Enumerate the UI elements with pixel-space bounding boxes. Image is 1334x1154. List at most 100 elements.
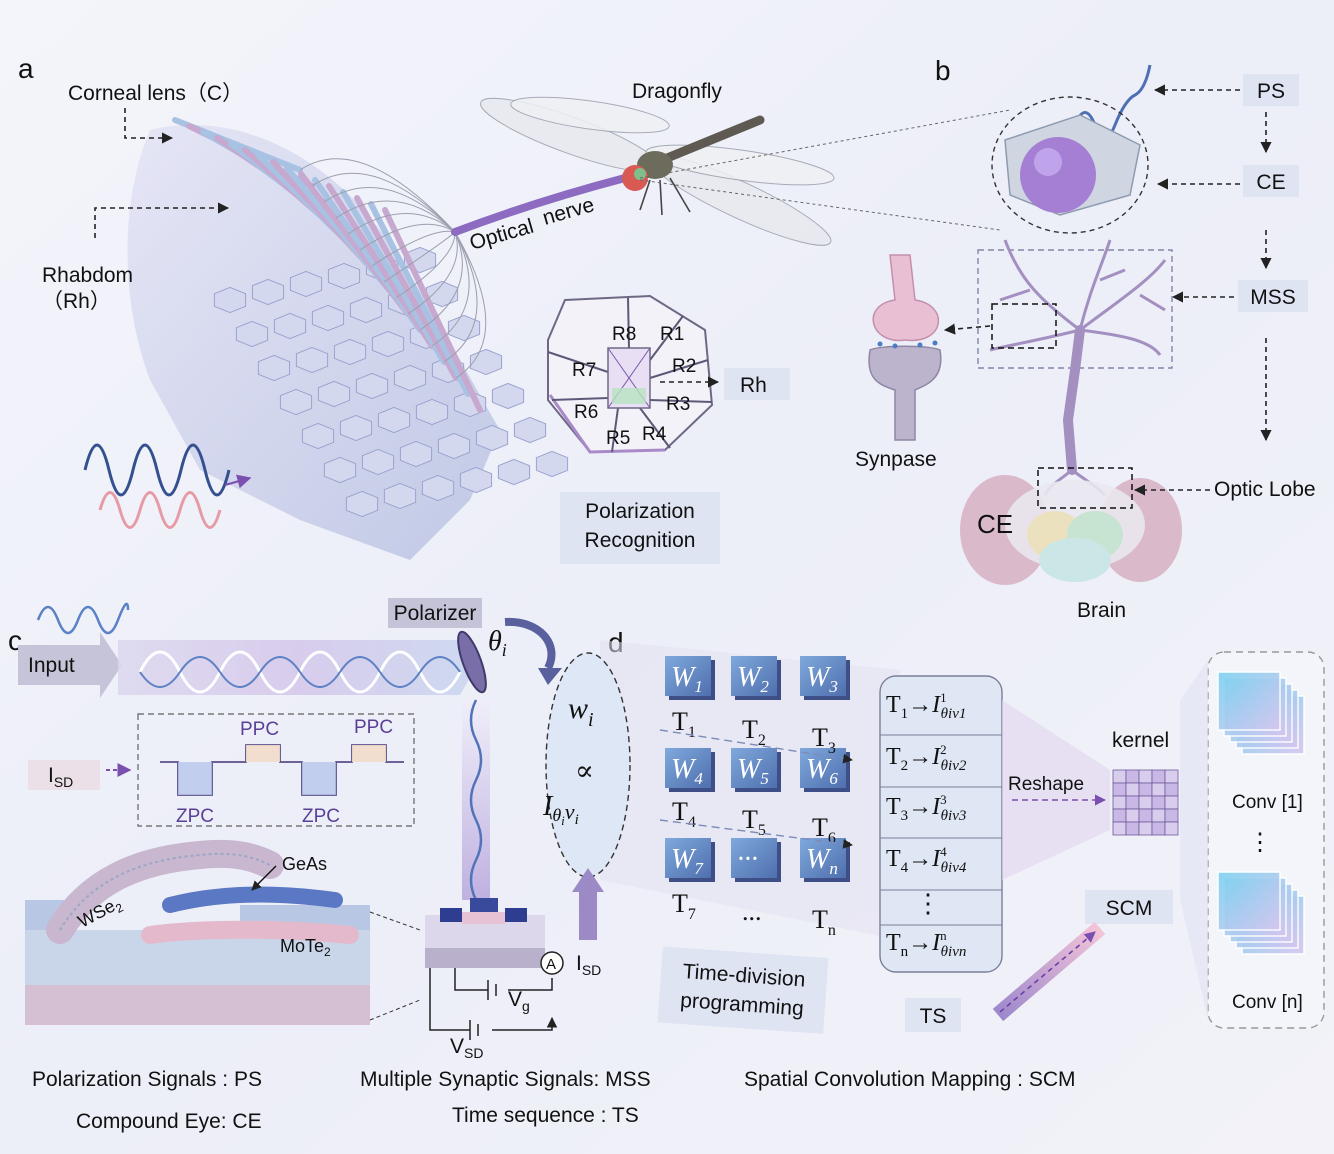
pulse-box: [137, 713, 415, 827]
sector-divider: [611, 407, 619, 453]
kernel-label: kernel: [1112, 729, 1169, 752]
weight-tile: Wn: [800, 838, 850, 882]
legend-ts: Time sequence : TS: [452, 1104, 639, 1127]
compound-eye-illustration: [127, 117, 569, 560]
hex-cell: [213, 286, 247, 314]
zoom-line-bottom: [639, 179, 1001, 231]
vertical-wave: [469, 699, 483, 901]
ce-label: CE: [1256, 171, 1285, 194]
scm-box: [1085, 890, 1173, 924]
hex-cell: [497, 458, 531, 486]
corneal-lens-pointer: [124, 108, 174, 144]
weight-label: W4: [671, 754, 703, 788]
sector-divider: [551, 397, 609, 401]
device-zoom-line-top: [369, 911, 421, 931]
weight-tile: W5: [731, 748, 781, 792]
synapse-illustration: [868, 254, 942, 441]
incoming-wave-pink: [98, 491, 222, 529]
kernel-cell: [1125, 821, 1140, 836]
legend-scm: Spatial Convolution Mapping : SCM: [744, 1068, 1076, 1091]
kernel-cell: [1138, 769, 1153, 784]
ts-box: [905, 998, 961, 1032]
hex-cell: [273, 312, 307, 340]
hex-cell: [459, 466, 493, 494]
sector-divider: [649, 315, 684, 361]
dendrite-box: [977, 249, 1173, 369]
time-label: T1: [672, 707, 696, 741]
kernel-cell: [1164, 808, 1179, 823]
conv-1-stack: [1217, 671, 1305, 755]
light-beam: [118, 640, 480, 695]
hex-cell: [513, 416, 547, 444]
nerve-fiber: [407, 231, 458, 315]
synapse-label: Synpase: [855, 448, 937, 471]
nerve-fiber: [347, 213, 456, 235]
rhabdom-pointer: [94, 202, 230, 238]
rh-box: [724, 368, 790, 400]
ommatidium-rod: [354, 195, 459, 381]
legend: Polarization Signals : PS Compound Eye: …: [32, 1068, 1076, 1133]
ommatidium-rod: [340, 189, 447, 365]
recognition-label: Recognition: [585, 529, 696, 552]
geas-label: GeAs: [282, 854, 327, 874]
isd-input-label: ISD: [48, 764, 73, 790]
sector-divider: [649, 399, 713, 403]
synapse-zoom-box: [991, 303, 1057, 349]
kernel-cell: [1151, 769, 1166, 784]
mss-label: MSS: [1250, 286, 1296, 309]
hex-cell: [317, 380, 351, 408]
row-arrow-1: [659, 729, 853, 764]
panel-b: b PS CE MSS: [639, 55, 1316, 622]
sector-divider: [639, 407, 671, 449]
hex-cell: [361, 448, 395, 476]
reshape-fan: [1002, 700, 1110, 880]
zpc-label-1: ZPC: [176, 806, 214, 827]
rhabdom-sector-r1: R1: [660, 324, 684, 345]
wi-label: wi: [568, 692, 594, 731]
ps-box: [1243, 74, 1299, 106]
dragonfly-label: Dragonfly: [632, 80, 722, 103]
kernel-cell: [1112, 821, 1127, 836]
ce-box: [1243, 165, 1299, 197]
conv-n-label: Conv [n]: [1232, 992, 1303, 1013]
hex-cell: [491, 382, 525, 410]
weight-label: W1: [671, 662, 703, 696]
optic-lobe-label: Optic Lobe: [1214, 478, 1316, 501]
kernel-cell: [1125, 795, 1140, 810]
kernel-cell: [1138, 808, 1153, 823]
weight-tile: W4: [665, 748, 715, 792]
kernel-cell: [1151, 821, 1166, 836]
hex-cell: [415, 398, 449, 426]
ps-wave: [1073, 64, 1152, 139]
polarizer-disk: [457, 630, 487, 694]
hex-cell: [447, 314, 481, 342]
hex-cell: [289, 270, 323, 298]
sector-divider: [547, 351, 609, 373]
ts-label: TS: [920, 1005, 947, 1028]
input-wave-icon: [36, 602, 130, 635]
nerve-fiber: [443, 231, 478, 363]
hex-cell: [311, 304, 345, 332]
weight-label: ···: [737, 844, 758, 875]
hex-cell: [279, 388, 313, 416]
itheta-label: Iθivi: [542, 791, 579, 828]
mote2-label: MoTe2: [280, 936, 331, 959]
nerve-fiber: [335, 200, 456, 233]
reshape-label: Reshape: [1008, 774, 1084, 795]
proportional-label: ∝: [575, 756, 594, 787]
polarization-recognition-box: [560, 492, 720, 564]
polarization-label: Polarization: [585, 500, 695, 523]
kernel-cell: [1138, 795, 1153, 810]
geas-pointer: [251, 865, 277, 891]
nerve-fiber: [419, 231, 463, 331]
time-label: T4: [672, 797, 696, 831]
ommatidium-rod: [368, 201, 471, 397]
ps-label: PS: [1257, 80, 1285, 103]
